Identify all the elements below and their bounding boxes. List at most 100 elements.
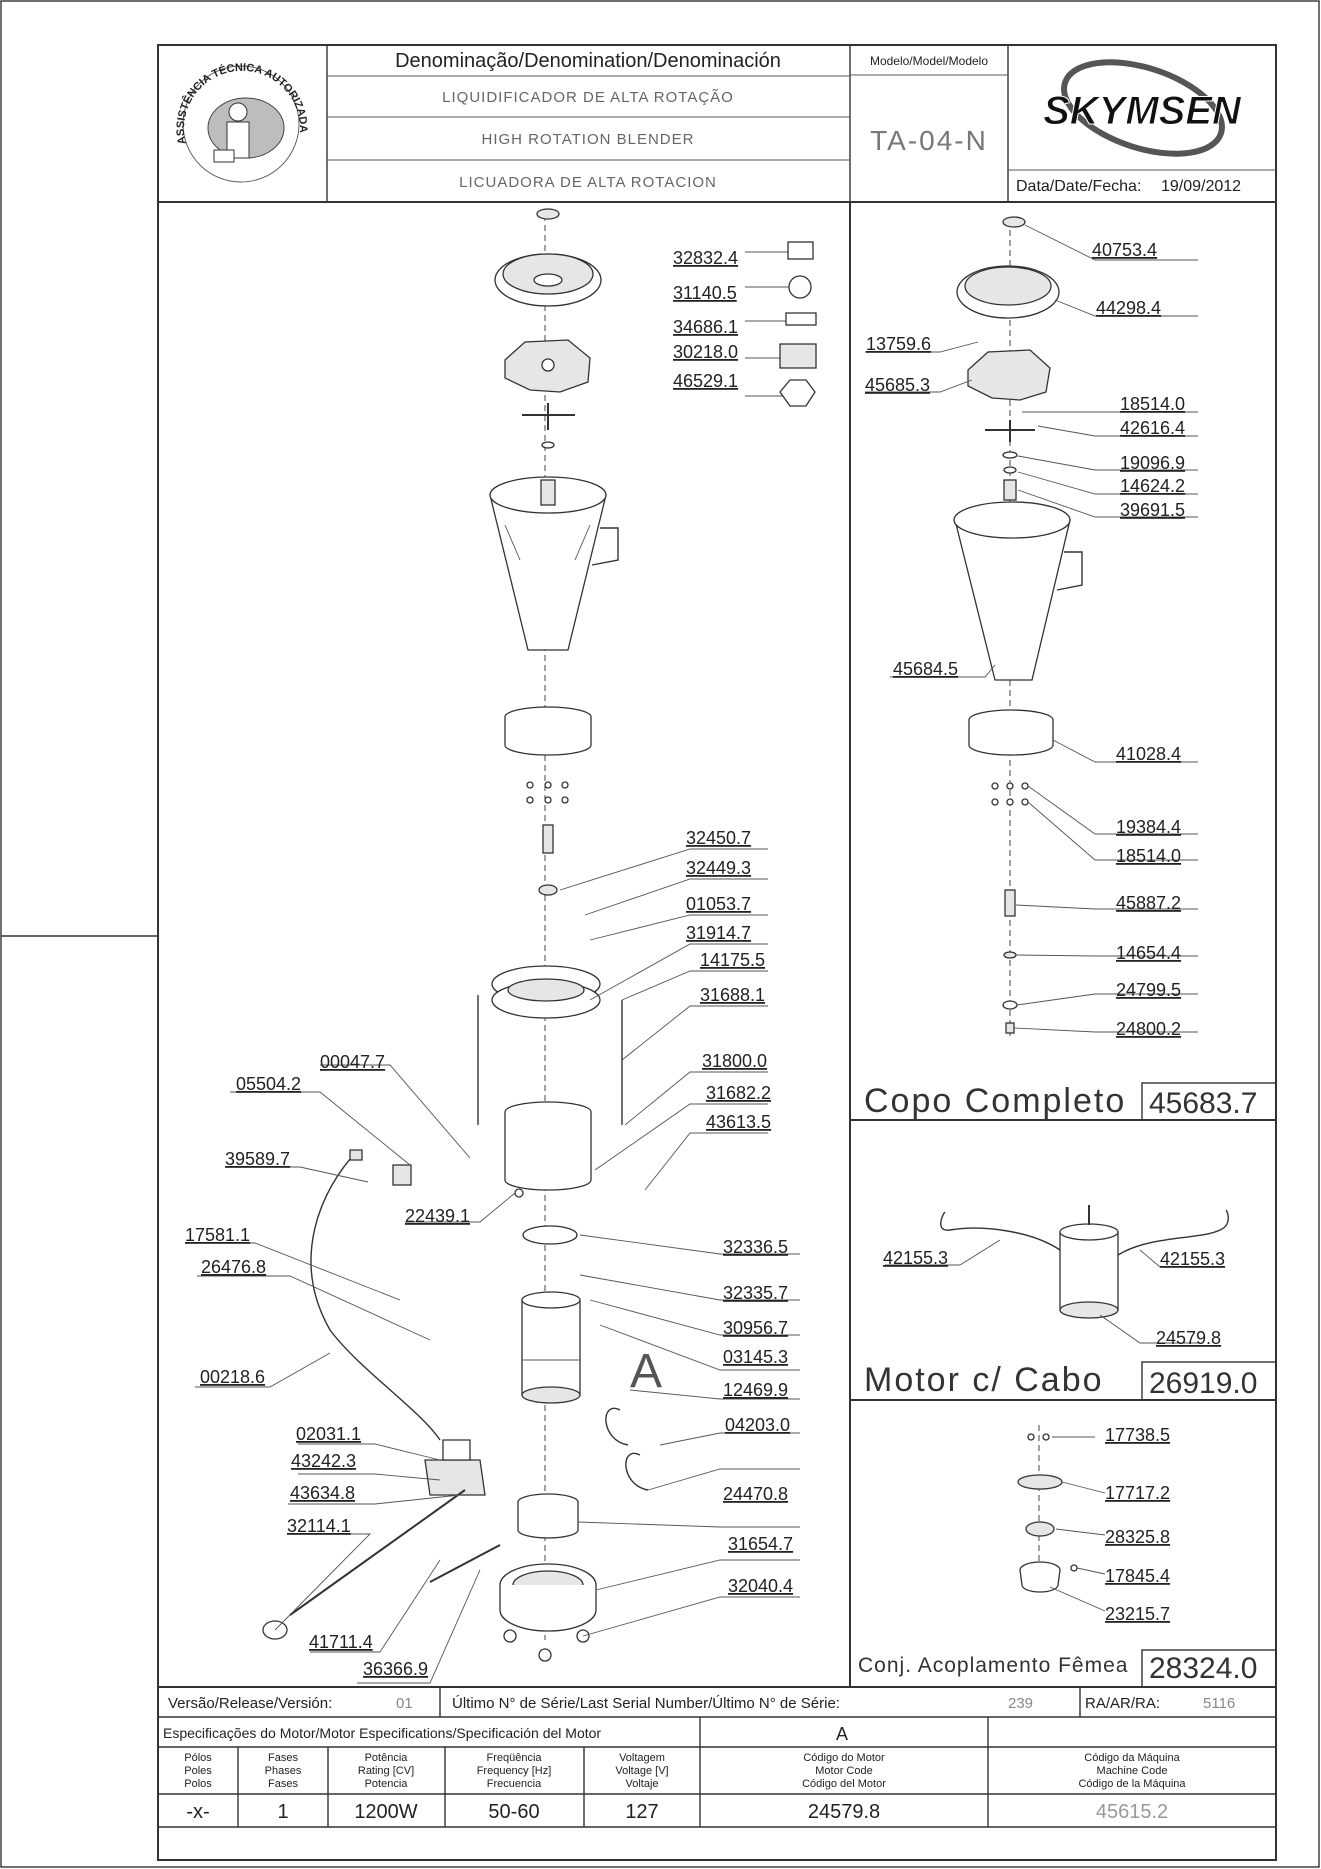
copo-title: Copo Completo (864, 1082, 1126, 1120)
certification-sticker-icon (779, 343, 817, 369)
motor-detail-letter: A (630, 1345, 662, 1398)
copo-leader-lines (865, 224, 1198, 1033)
part-label-32335-7: 32335.7 (723, 1283, 788, 1303)
model-title: Modelo/Model/Modelo (870, 54, 988, 68)
version-label: Versão/Release/Versión: (168, 1695, 332, 1712)
part-label-31140-5: 31140.5 (673, 283, 737, 303)
title-block: ASSISTÊNCIA TÉCNICA AUTORIZADA Denominaç… (158, 45, 1276, 203)
leader-lines (185, 251, 800, 1684)
col-machine-code-es: Código de la Máquina (1078, 1778, 1186, 1790)
authorized-service-seal: ASSISTÊNCIA TÉCNICA AUTORIZADA (175, 62, 309, 183)
acoplamento-code: 28324.0 (1149, 1652, 1257, 1685)
brand-logo: SKYMSEN (1043, 59, 1243, 157)
copo-label-14654-4: 14654.4 (1116, 943, 1181, 963)
part-label-30956-7: 30956.7 (723, 1318, 788, 1338)
col-voltage-es: Voltaje (625, 1778, 658, 1790)
col-voltage-pt: Voltagem (619, 1752, 665, 1764)
part-label-39589-7: 39589.7 (225, 1149, 290, 1169)
copo-label-19096-9: 19096.9 (1120, 453, 1185, 473)
part-label-32114-1: 32114.1 (287, 1516, 351, 1536)
motor-cabo-view: 42155.3 42155.3 24579.8 Motor c/ Cabo 26… (864, 1205, 1277, 1401)
part-label-46529-1: 46529.1 (673, 371, 738, 391)
part-label-32336-5: 32336.5 (723, 1237, 788, 1257)
val-freq: 50-60 (488, 1801, 539, 1823)
col-phases-pt: Fases (268, 1752, 298, 1764)
col-phases-en: Phases (265, 1765, 302, 1777)
part-label-01053-7: 01053.7 (686, 894, 751, 914)
copo-label-18514-0-bottom: 18514.0 (1116, 846, 1181, 866)
copo-label-24799-5: 24799.5 (1116, 980, 1181, 1000)
date-value: 19/09/2012 (1161, 178, 1241, 195)
part-label-36366-9: 36366.9 (363, 1659, 428, 1679)
part-label-43242-3: 43242.3 (291, 1451, 356, 1471)
val-poles: -x- (186, 1801, 209, 1823)
ra-label: RA/AR/RA: (1085, 1695, 1160, 1712)
copo-label-24800-2: 24800.2 (1116, 1019, 1181, 1039)
copo-label-41028-4: 41028.4 (1116, 744, 1181, 764)
part-label-22439-1: 22439.1 (405, 1206, 470, 1226)
part-label-26476-8: 26476.8 (201, 1257, 266, 1277)
part-label-30218-0: 30218.0 (673, 342, 738, 362)
part-label-05504-2: 05504.2 (236, 1074, 301, 1094)
part-label-00218-6: 00218.6 (200, 1367, 265, 1387)
date-label: Data/Date/Fecha: (1016, 178, 1141, 195)
col-poles-pt: Pólos (184, 1752, 212, 1764)
part-label-02031-1: 02031.1 (296, 1424, 361, 1444)
col-poles-es: Polos (184, 1778, 212, 1790)
part-label-31682-2: 31682.2 (706, 1083, 771, 1103)
col-phases-es: Fases (268, 1778, 298, 1790)
motor-label-24579-8: 24579.8 (1156, 1328, 1221, 1348)
label-sticker-icon (787, 241, 814, 260)
val-motor-code: 24579.8 (808, 1801, 880, 1823)
part-label-32040-4: 32040.4 (728, 1576, 793, 1596)
copo-label-45685-3: 45685.3 (865, 375, 930, 395)
col-machine-code-en: Machine Code (1097, 1765, 1168, 1777)
ground-symbol-icon (788, 275, 812, 299)
motor-label-42155-3-right: 42155.3 (1160, 1249, 1225, 1269)
version-value: 01 (396, 1695, 413, 1712)
part-label-34686-1: 34686.1 (673, 317, 738, 337)
col-voltage-en: Voltage [V] (615, 1765, 668, 1777)
copo-label-40753-4: 40753.4 (1092, 240, 1157, 260)
motor-cabo-title: Motor c/ Cabo (864, 1361, 1104, 1399)
brand-name: SKYMSEN (1043, 89, 1242, 133)
safety-seal-icon (779, 379, 816, 407)
col-freq-es: Frecuencia (487, 1778, 542, 1790)
denomination-title: Denominação/Denomination/Denominación (395, 50, 781, 72)
motor-cabo-code: 26919.0 (1149, 1367, 1257, 1400)
part-label-32832-4: 32832.4 (673, 248, 738, 268)
acoplamento-view: 17738.5 17717.2 28325.8 17845.4 23215.7 … (858, 1425, 1277, 1688)
serial-value: 239 (1008, 1695, 1033, 1712)
col-power-pt: Potência (365, 1752, 409, 1764)
part-label-12469-9: 12469.9 (723, 1380, 788, 1400)
footer-table: Versão/Release/Versión: 01 Último N° de … (158, 1686, 1276, 1828)
part-label-41711-4: 41711.4 (309, 1632, 373, 1652)
copo-label-45684-5: 45684.5 (893, 659, 958, 679)
main-exploded-view: A (185, 208, 817, 1684)
col-machine-code-pt: Código da Máquina (1084, 1752, 1180, 1764)
copo-label-19384-4: 19384.4 (1116, 817, 1181, 837)
acopl-label-23215-7: 23215.7 (1105, 1604, 1170, 1624)
product-name-pt: LIQUIDIFICADOR DE ALTA ROTAÇÃO (442, 89, 734, 106)
acopl-label-17845-4: 17845.4 (1105, 1566, 1170, 1586)
col-freq-en: Frequency [Hz] (477, 1765, 552, 1777)
part-label-31800-0: 31800.0 (702, 1051, 767, 1071)
acopl-label-17717-2: 17717.2 (1105, 1483, 1170, 1503)
val-voltage: 127 (625, 1801, 658, 1823)
acopl-label-28325-8: 28325.8 (1105, 1527, 1170, 1547)
part-label-31654-7: 31654.7 (728, 1534, 793, 1554)
acoplamento-title: Conj. Acoplamento Fêmea (858, 1654, 1128, 1677)
part-label-04203-0: 04203.0 (725, 1415, 790, 1435)
model-value: TA-04-N (870, 125, 988, 156)
part-label-00047-7: 00047.7 (320, 1052, 385, 1072)
acopl-label-17738-5: 17738.5 (1105, 1425, 1170, 1445)
copo-label-42616-4: 42616.4 (1120, 418, 1185, 438)
val-machine-code: 45615.2 (1096, 1801, 1168, 1823)
val-phases: 1 (277, 1801, 288, 1823)
part-label-03145-3: 03145.3 (723, 1347, 788, 1367)
copo-label-39691-5: 39691.5 (1120, 500, 1185, 520)
copo-label-45887-2: 45887.2 (1116, 893, 1181, 913)
part-label-32449-3: 32449.3 (686, 858, 751, 878)
